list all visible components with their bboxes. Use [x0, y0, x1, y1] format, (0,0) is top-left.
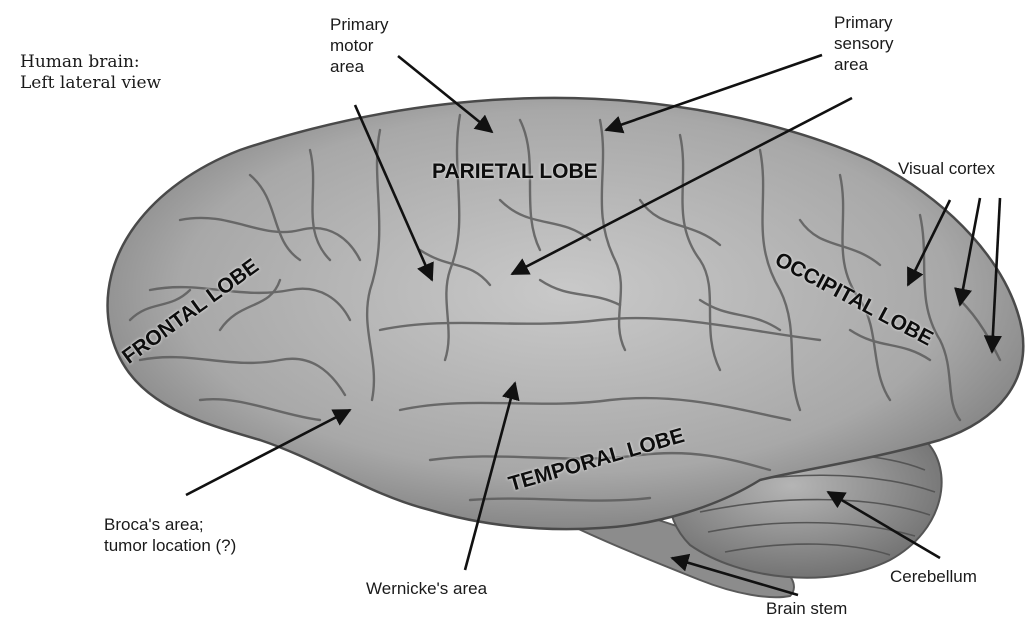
sensory-line-2: sensory — [834, 33, 894, 54]
diagram-title: Human brain: Left lateral view — [20, 52, 161, 94]
brocas-line-1: Broca's area; — [104, 514, 236, 535]
title-line-2: Left lateral view — [20, 73, 161, 94]
label-visual-cortex: Visual cortex — [898, 158, 995, 179]
sensory-line-1: Primary — [834, 12, 894, 33]
motor-line-2: motor — [330, 35, 389, 56]
label-brocas-area: Broca's area; tumor location (?) — [104, 514, 236, 556]
sensory-line-3: area — [834, 54, 894, 75]
title-line-1: Human brain: — [20, 52, 161, 73]
motor-line-1: Primary — [330, 14, 389, 35]
label-cerebellum: Cerebellum — [890, 566, 977, 587]
motor-line-3: area — [330, 56, 389, 77]
label-primary-motor: Primary motor area — [330, 14, 389, 77]
label-parietal-lobe: PARIETAL LOBE — [432, 160, 598, 184]
label-brain-stem: Brain stem — [766, 598, 847, 619]
brocas-line-2: tumor location (?) — [104, 535, 236, 556]
label-primary-sensory: Primary sensory area — [834, 12, 894, 75]
label-wernickes-area: Wernicke's area — [366, 578, 487, 599]
